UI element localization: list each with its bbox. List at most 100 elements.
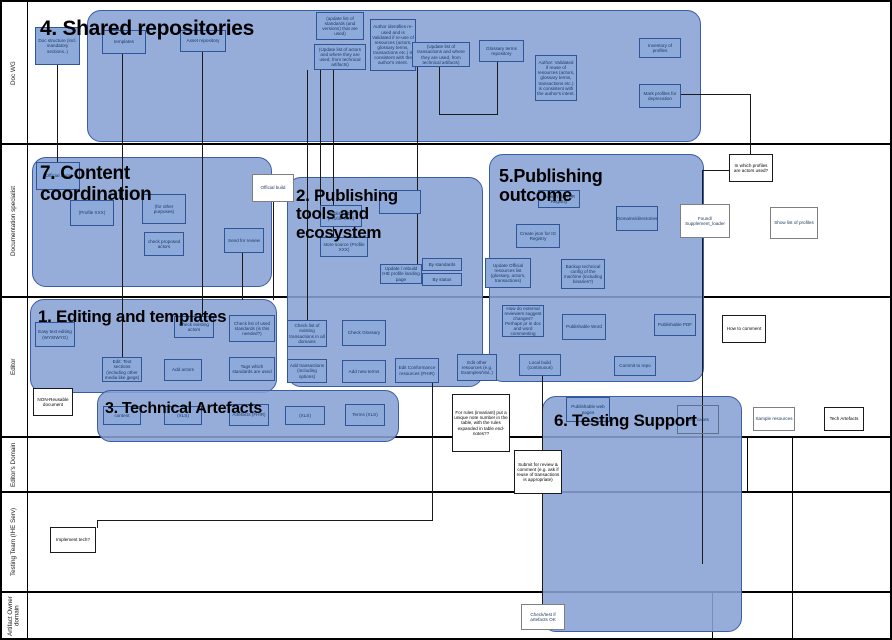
connector-line — [417, 67, 418, 264]
connector-line — [432, 383, 433, 520]
box-update-list-of-transactions: (Update list of transactions and where t… — [412, 42, 470, 67]
box-check-existing-actors: Check existing actors — [174, 316, 214, 338]
box-author-validated-if-reuse: Author: Validated if reuse of resources … — [535, 55, 577, 101]
box-edit-conformance-resources-fhir: Edit Conformance resources (FHIR) — [395, 358, 439, 383]
box-store-source-profile-xxx: store source (Profile XXX) — [320, 237, 368, 257]
box-publishable-word: Publishable Word — [562, 314, 606, 340]
group-title-6-testing-support: 6. Testing Support — [554, 411, 697, 430]
box-publishable-pdf: Publishable PDF — [654, 314, 696, 336]
connector-line — [242, 253, 243, 300]
lane-grid-line — [792, 437, 793, 638]
connector-line — [273, 202, 274, 300]
box-xls: (XLS) — [164, 406, 202, 425]
box-update-list-of-actors: (Update list of actors and where they ar… — [314, 44, 366, 70]
connector-line — [681, 94, 751, 95]
box-add-actors: Add actors — [164, 359, 202, 381]
group-6-testing-support — [542, 396, 742, 632]
group-title-7-content-coordination: 7. Content coordination — [40, 163, 152, 205]
connector-line — [750, 94, 751, 154]
box-xls: (XLS) — [285, 406, 325, 425]
lane-label-artifact-owner-domain: Artifact Owner domain — [6, 596, 21, 636]
lane-grid-line — [747, 437, 748, 492]
box-publishable-web-pages: Publishable web pages — [566, 397, 610, 422]
box-asset-repository: Asset repository — [180, 30, 226, 52]
box-author-identifies-re-used: Author identifies re-used and is Validat… — [370, 19, 416, 71]
box-check-test-if-artefacts: Check/test if artefacts OK — [521, 604, 565, 630]
connector-line — [202, 52, 203, 316]
box-edit-text-sections-including: Edit: Text sections (including other med… — [102, 357, 142, 382]
group-title-4-shared-repositories: 4. Shared repositories — [40, 17, 254, 40]
box-found-supplement-loader: Found/ Supplement_loader — [680, 204, 730, 238]
box-official-docs: Official docs — [36, 162, 80, 190]
box-unlabeled-box — [379, 190, 421, 214]
box-terms-xls: Terms (XLS) — [345, 404, 385, 426]
box-update-list-of-standards: (update list of standards (and versions)… — [316, 12, 364, 40]
box-glossary-terms-repository: Glossary terms repository — [479, 40, 524, 62]
box-tags-which-standards-are: Tags which standards are used — [229, 357, 275, 381]
box-check-glossary: Check Glossary — [342, 320, 386, 346]
box-edit-other-resources-e: Edit other resources (e.g. Examples/Val.… — [457, 354, 497, 381]
group-title-5-publishing-outcome: 5.Publishing outcome — [499, 166, 603, 206]
box-publish-pdf-profile-xxx: Publish PDF (Profile XXX) — [320, 205, 362, 227]
lane-grid-line — [27, 2, 28, 638]
group-title-1-editing-and-templates: 1. Editing and templates — [38, 307, 227, 326]
box-tech-artefacts: Tech Artefacts — [824, 407, 864, 431]
lane-label-testing-team-ihe-serv: Testing Team (IHE Serv) — [10, 507, 18, 577]
connector-line — [97, 520, 98, 528]
box-update-rebuild-ihe-profile: Update / rebuild IHE profile landing pag… — [380, 264, 422, 284]
lane-grid-line — [2, 491, 890, 493]
box-inventory-of-profiles: Inventory of profiles — [639, 38, 681, 58]
lane-grid-line — [2, 143, 890, 145]
connector-line — [542, 494, 543, 605]
connector-line — [703, 170, 730, 171]
box-how-to-comment: How to comment — [722, 315, 766, 343]
box-by-standards: By standards — [422, 258, 462, 271]
connector-line — [122, 54, 123, 357]
box-non-reusable-document: NON-Reusable document — [33, 388, 73, 416]
connector-line — [320, 70, 321, 205]
box-implement-tech: Implement tech? — [50, 527, 96, 553]
box-profile-xxx: (Profile XXX) — [70, 200, 114, 226]
box-for-other-purposes: (for other purposes) — [142, 194, 186, 224]
box-content: content — [103, 406, 141, 425]
box-official-build: Official build — [252, 174, 294, 202]
box-create-json-for-ig: Create json for IG Registry — [516, 224, 560, 248]
lane-grid-line — [2, 436, 890, 438]
connector-line — [542, 376, 543, 450]
connector-line — [307, 70, 308, 320]
connector-line — [439, 114, 498, 115]
box-send-for-review: Send for review — [224, 228, 264, 253]
box-templates: templates — [102, 30, 146, 54]
connector-line — [333, 70, 334, 237]
box-mark-profiles-for-deprecation: Mark profiles for deprecation — [639, 84, 681, 108]
connector-line — [702, 170, 703, 564]
box-check-proposed-actors: check proposed actors — [144, 232, 184, 256]
connector-line — [57, 65, 58, 162]
box-sample-resources: Sample resources — [753, 407, 795, 431]
box-submit-for-review-comment: Submit for review & comment (e.g. ask if… — [514, 450, 562, 494]
box-how-do-external-reviewers: How do external reviewers suggest change… — [502, 305, 544, 337]
group-title-2-publishing-tools-and: 2. Publishing tools and ecosystem — [296, 186, 398, 242]
box-test-cases: Test cases — [677, 405, 719, 434]
box-artefacts-fhir: Artefacts (FHIR) — [229, 404, 269, 426]
box-for-rules-invariant-put: For rules (invariant) put a unique note … — [452, 394, 510, 452]
box-publish-to-fhir-registry: Publish to FHIR Registry — [538, 190, 580, 208]
box-add-transactions-including-options: Add transactions (including options) — [287, 359, 327, 383]
box-update-official-resources-list: Update Official resources list (glossary… — [485, 258, 531, 288]
box-check-list-of-used: Check list of used standards (is this ne… — [229, 315, 275, 342]
box-by-status: By status — [422, 273, 462, 286]
box-doc-structure-incl-mandatory: Doc structure (incl. mandatory sections.… — [35, 27, 80, 65]
box-backup-technical-config-of: Backup technical config of the machine (… — [561, 259, 605, 289]
box-local-build-continuous: Local build (continuous) — [519, 354, 561, 376]
box-commit-to-repo: Commit to repo — [614, 356, 656, 376]
connector-line — [439, 67, 440, 114]
group-title-3-technical-artefacts: 3. Technical Artefacts — [105, 400, 263, 417]
box-domains-directories: Domains/directories — [616, 206, 658, 231]
connector-line — [497, 62, 498, 114]
lane-label-doc-wg: Doc WG — [10, 61, 18, 85]
box-easy-text-editing-wysiwyg: Easy text editing (WYSIWYG) — [35, 322, 75, 347]
box-show-list-of-profiles: Show list of profiles — [770, 207, 818, 239]
box-in-which-profiles-are: In which profiles are actors used? — [729, 154, 773, 182]
lane-label-editor-s-domain: Editor's Domain — [10, 442, 18, 487]
